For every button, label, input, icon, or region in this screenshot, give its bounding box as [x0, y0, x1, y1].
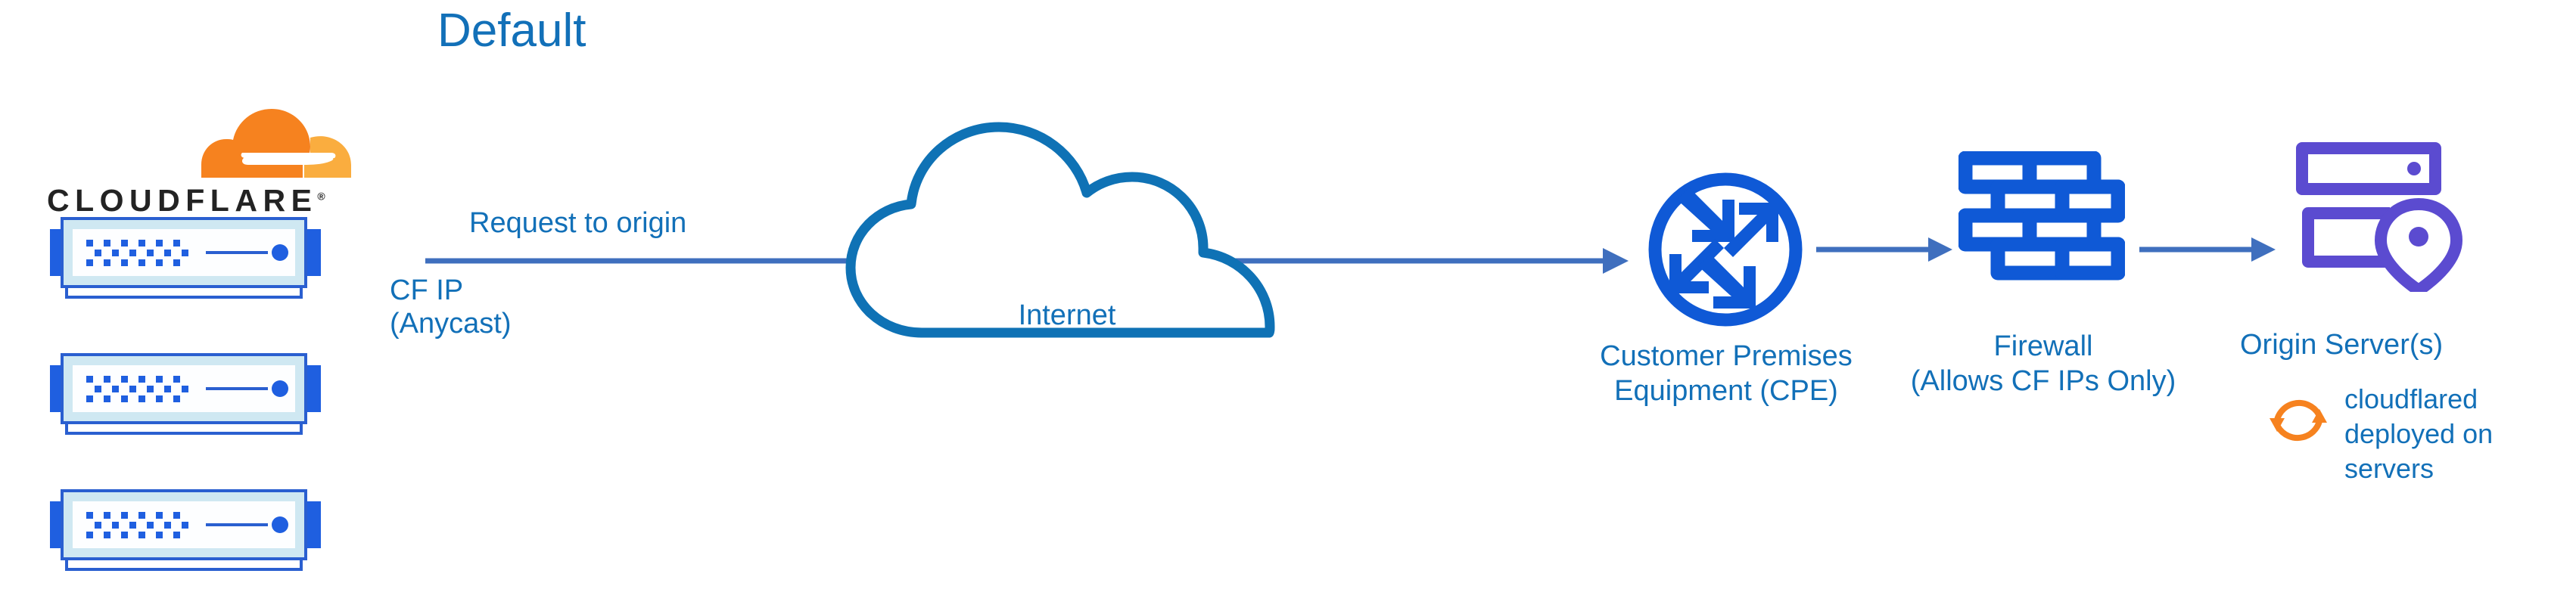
- page-title: Default: [437, 5, 586, 57]
- cf-ip-label-line1: CF IP: [390, 274, 464, 306]
- cpe-label-line2: Equipment (CPE): [1614, 375, 1838, 408]
- cpe-label-line1: Customer Premises: [1600, 340, 1853, 372]
- cloudflared-note-line1: cloudflared: [2344, 383, 2478, 414]
- cloudflare-wordmark: CLOUDFLARE®: [47, 183, 325, 219]
- arrow-firewall-to-origin: [2139, 237, 2276, 262]
- cf-ip-label-line2: (Anycast): [390, 308, 512, 340]
- cloudflare-wordmark-text: CLOUDFLARE: [47, 183, 318, 218]
- cloudflared-annotation: cloudflared deployed on servers: [2266, 382, 2568, 518]
- internet-label: Internet: [1018, 299, 1116, 331]
- internet-cloud-icon: [845, 122, 1275, 338]
- cloudflared-note-line2: deployed on: [2344, 418, 2494, 450]
- firewall-label-line1: Firewall: [1993, 330, 2093, 362]
- origin-server-label: Origin Server(s): [2240, 329, 2444, 361]
- cpe-label: Customer Premises Equipment (CPE): [1503, 339, 1949, 409]
- request-to-origin-label: Request to origin: [469, 207, 687, 239]
- registered-trademark-mark: ®: [317, 190, 325, 203]
- cloudflare-cloud-logo-icon: [201, 109, 351, 178]
- brick-wall-icon: [1958, 151, 2125, 281]
- router-icon: [1648, 172, 1803, 327]
- firewall-label: Firewall (Allows CF IPs Only): [1862, 329, 2225, 399]
- firewall-label-line2: (Allows CF IPs Only): [1910, 365, 2176, 398]
- origin-server-icon: [2296, 142, 2462, 292]
- cloudflare-server-2: [50, 353, 321, 435]
- cf-ip-label: CF IP (Anycast): [390, 274, 511, 340]
- arrow-cpe-to-firewall: [1816, 237, 1952, 262]
- cloudflare-server-1: [50, 217, 321, 299]
- cloudflare-server-3: [50, 489, 321, 571]
- cloudflare-brand: CLOUDFLARE®: [23, 91, 371, 218]
- sync-refresh-icon: [2270, 399, 2327, 442]
- cloudflared-note-text: cloudflared deployed on servers: [2344, 382, 2571, 486]
- cloudflared-note-line3: servers: [2344, 453, 2434, 485]
